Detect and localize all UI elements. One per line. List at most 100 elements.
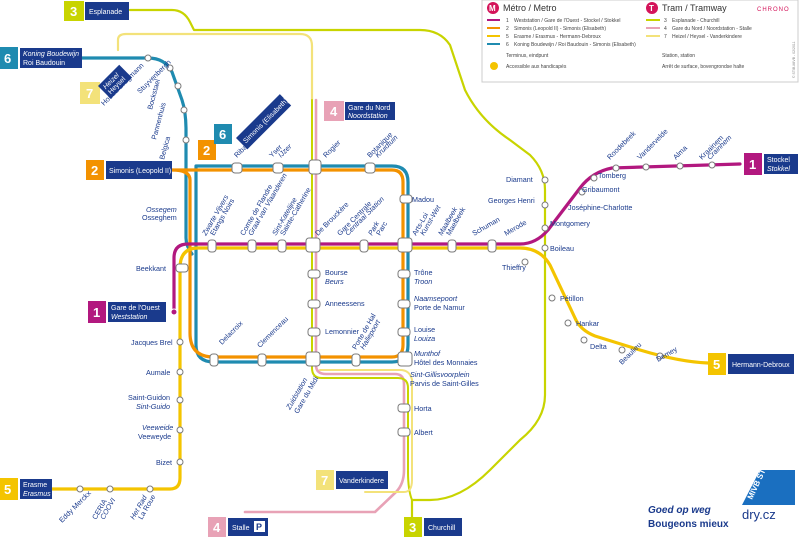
station-marker bbox=[541, 244, 549, 252]
station-marker bbox=[397, 327, 411, 337]
terminus-label: Weststation bbox=[111, 314, 148, 321]
station-label: Horta bbox=[414, 404, 432, 413]
station-marker bbox=[305, 351, 321, 367]
station-marker bbox=[176, 458, 184, 466]
terminus-label: Noordstation bbox=[348, 113, 388, 120]
station-label: Troon bbox=[414, 277, 432, 286]
terminus-tag bbox=[336, 471, 388, 489]
station-marker bbox=[257, 353, 267, 367]
station-marker bbox=[307, 299, 321, 309]
line-badge-number: 5 bbox=[4, 482, 11, 497]
terminus-tag bbox=[424, 518, 462, 536]
terminus-label: Simonis (Elisabeth) bbox=[242, 97, 290, 145]
station-marker bbox=[209, 353, 219, 367]
terminus-simonis-leopold[interactable]: 2 Simonis (Leopold II) bbox=[86, 160, 172, 180]
station-marker bbox=[618, 346, 626, 354]
station-marker bbox=[397, 299, 411, 309]
legend-terminus-note: Terminus, eindpunt bbox=[506, 53, 549, 59]
line-badge-2 bbox=[198, 140, 216, 160]
station-label: Sint-Guido bbox=[136, 402, 170, 411]
station-marker bbox=[656, 352, 664, 360]
station-marker bbox=[146, 485, 154, 493]
station-label: Ossegem bbox=[146, 205, 177, 214]
station-label: Merode bbox=[503, 218, 529, 238]
station-label: Pétillon bbox=[560, 294, 584, 303]
station-label: Delta bbox=[590, 342, 607, 351]
station-markers bbox=[76, 54, 716, 493]
terminus-hermann[interactable]: 5 Hermann-Debroux bbox=[708, 353, 794, 375]
terminus-churchill[interactable]: 3 Churchill bbox=[404, 517, 462, 537]
station-label: Beurs bbox=[325, 277, 344, 286]
parking-letter: P bbox=[256, 522, 262, 532]
legend: M Métro / Metro T Tram / Tramway CHRONO … bbox=[481, 0, 799, 83]
station-label: Bourse bbox=[325, 268, 348, 277]
station-label: Thieffry bbox=[502, 263, 526, 272]
terminus-stalle[interactable]: 4 Stalle P bbox=[208, 517, 268, 537]
station-marker bbox=[541, 201, 549, 209]
station-marker bbox=[308, 159, 322, 175]
line-badge-number: 6 bbox=[219, 127, 226, 142]
station-label: Tomberg bbox=[598, 171, 626, 180]
terminus-tag bbox=[345, 102, 395, 120]
line-badge-number: 6 bbox=[4, 51, 11, 66]
metro-icon-letter: M bbox=[489, 4, 496, 13]
legend-line-text: Heizel / Heysel - Vanderkindere bbox=[672, 34, 742, 40]
terminus-tag bbox=[98, 64, 132, 99]
terminus-erasme[interactable]: 5 Erasme Erasmus bbox=[0, 478, 52, 500]
terminus-tag bbox=[85, 2, 129, 20]
station-label: Beekkant bbox=[136, 264, 166, 273]
station-label: Munthof bbox=[414, 349, 441, 358]
terminus-label: Gare de l'Ouest bbox=[111, 305, 160, 312]
metro-line-1 bbox=[172, 162, 742, 314]
station-marker bbox=[351, 353, 361, 367]
terminus-esplanade[interactable]: 3 Esplanade bbox=[64, 1, 129, 21]
station-label: Vandervelde bbox=[635, 127, 670, 162]
tram-icon-letter: T bbox=[649, 4, 654, 13]
station-marker bbox=[397, 427, 411, 437]
station-label: Veeweide bbox=[142, 423, 173, 432]
metro-line-5 bbox=[28, 246, 710, 491]
terminus-label: Koning Boudewijn bbox=[23, 51, 79, 58]
terminus-vanderkindere[interactable]: 7 Vanderkindere bbox=[316, 470, 388, 490]
legend-access-note: Accessible aux handicapés bbox=[506, 64, 567, 70]
legend-line-num: 5 bbox=[506, 34, 509, 40]
station-label: Sint-Gillisvoorplein bbox=[410, 370, 470, 379]
terminus-stockel[interactable]: 1 Stockel Stokkel bbox=[744, 153, 798, 175]
terminus-gare-ouest[interactable]: 1 Gare de l'Ouest Weststation bbox=[88, 301, 166, 323]
station-marker bbox=[708, 161, 716, 169]
accessibility-icon bbox=[490, 62, 498, 70]
line-badge-number: 1 bbox=[749, 157, 756, 172]
line-badge-6 bbox=[214, 124, 232, 144]
station-marker bbox=[580, 336, 588, 344]
station-marker bbox=[487, 239, 497, 253]
line-badge-4 bbox=[324, 101, 344, 121]
legend-metro-title: Métro / Metro bbox=[503, 3, 557, 13]
legend-surface-note: Arrêt de surface, bovengrondse halte bbox=[662, 64, 744, 70]
slogan-line-2: Bougeons mieux bbox=[648, 519, 729, 530]
legend-line-text: Simonis (Leopold II) - Simonis (Elisabet… bbox=[514, 26, 606, 32]
station-marker bbox=[612, 164, 620, 172]
line-badge-4 bbox=[208, 517, 226, 537]
station-marker bbox=[277, 239, 287, 253]
terminus-roi-baudouin[interactable]: 6 Koning Boudewijn Roi Baudouin bbox=[0, 47, 82, 69]
station-label: Georges Henri bbox=[488, 196, 535, 205]
terminus-gare-du-nord[interactable]: 4 Gare du Nord Noordstation bbox=[324, 101, 395, 121]
line-badge-7 bbox=[316, 470, 334, 490]
station-marker bbox=[176, 338, 184, 346]
station-label: Anneessens bbox=[325, 299, 365, 308]
line-badge-number: 2 bbox=[203, 143, 210, 158]
station-marker bbox=[247, 239, 257, 253]
station-label: Osseghem bbox=[142, 213, 177, 222]
station-label: Naamsepoort bbox=[414, 294, 458, 303]
station-label: Alma bbox=[671, 143, 689, 161]
station-marker bbox=[364, 162, 376, 174]
terminus-label: Erasmus bbox=[23, 491, 51, 498]
legend-tram-title: Tram / Tramway bbox=[662, 3, 727, 13]
station-label: Louiza bbox=[414, 334, 435, 343]
parking-icon bbox=[254, 521, 265, 532]
line-badge-number: 3 bbox=[409, 520, 416, 535]
legend-chrono: CHRONO bbox=[757, 7, 790, 13]
station-marker bbox=[397, 351, 413, 367]
terminus-label: Stokkel bbox=[767, 166, 790, 173]
